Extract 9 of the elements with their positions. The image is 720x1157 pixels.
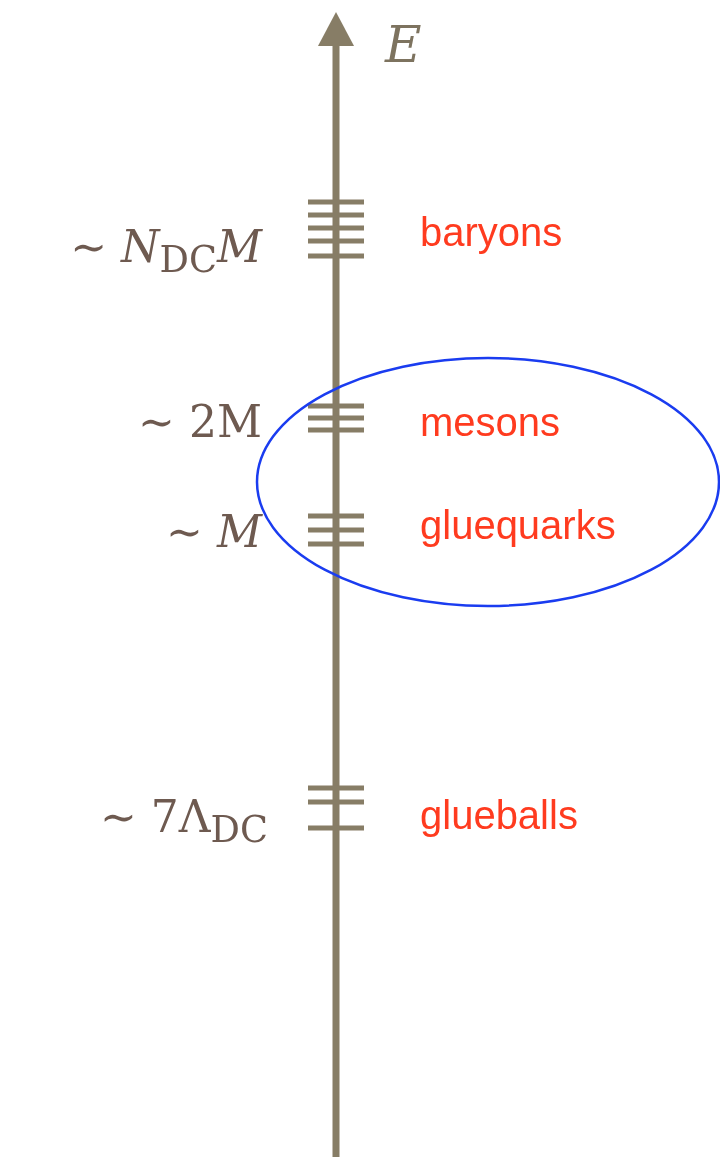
particle-label: glueballs — [420, 795, 578, 835]
energy-level-label: ∼ N$_{DC}$M — [70, 225, 262, 279]
particle-label: mesons — [420, 402, 561, 442]
energy-level-label: ∼ M — [166, 510, 262, 554]
axis-label: E — [385, 20, 422, 70]
energy-level-label: ∼ 2M — [138, 400, 262, 444]
energy-level-label: ∼ 7Λ$_{DC}$ — [99, 795, 268, 849]
particle-label: baryons — [420, 212, 563, 252]
particle-label: gluequarks — [420, 505, 616, 545]
